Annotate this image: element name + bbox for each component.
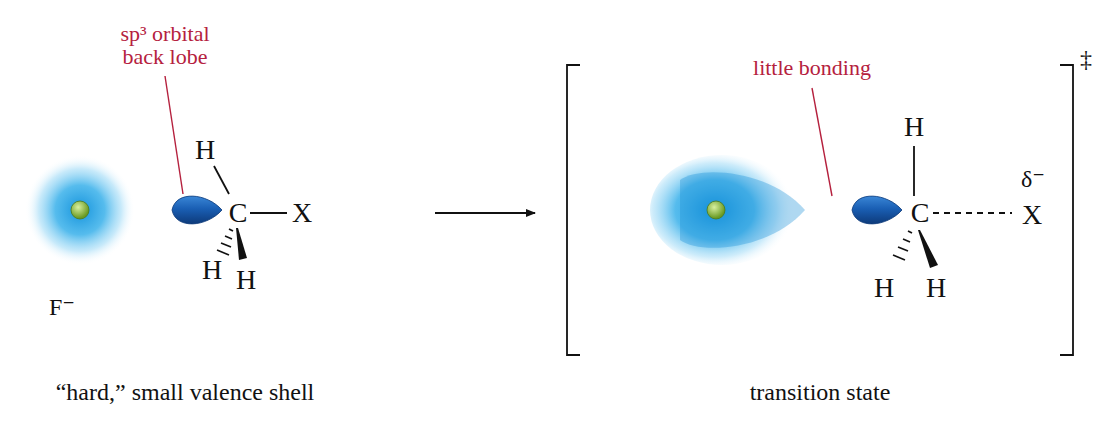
hashed-bond — [893, 231, 912, 260]
bracket — [1060, 65, 1073, 355]
reaction-arrow — [435, 212, 535, 214]
atom-label: X — [1022, 200, 1042, 229]
partial-bond — [933, 212, 1012, 214]
atom-label: H — [236, 265, 256, 294]
leader-line — [165, 76, 183, 194]
atom-label: H — [202, 255, 222, 284]
bracket — [567, 65, 580, 355]
bond — [250, 212, 287, 214]
wedge-bond — [918, 230, 938, 268]
caption-label: transition state — [750, 380, 891, 405]
transition-symbol: ‡ — [1080, 47, 1092, 72]
callout-label: little bonding — [753, 56, 871, 79]
sp3-lobe — [852, 196, 902, 224]
charge-label: δ⁻ — [1021, 167, 1045, 192]
callout-label: sp³ orbital back lobe — [100, 22, 230, 68]
hashed-bond — [217, 229, 233, 255]
atom-label: H — [874, 273, 894, 302]
fluoride-ion — [25, 155, 135, 265]
bond — [913, 146, 915, 196]
atom-label: C — [229, 198, 248, 227]
bond — [214, 166, 229, 194]
atom-label: H — [904, 112, 924, 141]
wedge-bond — [236, 228, 247, 260]
atom-label: H — [195, 135, 215, 164]
fluoride-ion — [650, 155, 805, 265]
atom-label: C — [911, 198, 930, 227]
caption-label: “hard,” small valence shell — [56, 380, 315, 405]
sp3-lobe — [172, 196, 222, 224]
ion-label: F⁻ — [49, 295, 75, 320]
atom-label: X — [292, 198, 312, 227]
leader-line — [812, 88, 832, 196]
atom-label: H — [926, 273, 946, 302]
